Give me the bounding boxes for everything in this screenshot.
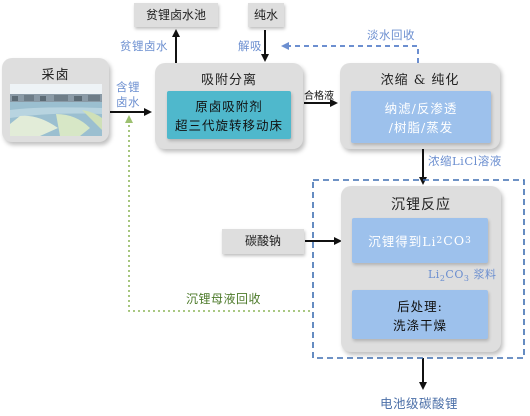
step2-line2: 洗涤干燥 bbox=[392, 317, 447, 333]
adsorption-inner-box: 原卤吸附剂 超三代旋转移动床 bbox=[167, 91, 291, 139]
sodium-carbonate-box: 碳酸钠 bbox=[222, 229, 304, 254]
fresh-water-recovery-path bbox=[281, 42, 419, 63]
label-slurry-mid: CO bbox=[445, 268, 464, 281]
label-slurry-sub2: 3 bbox=[463, 274, 470, 284]
pure-water-box: 纯水 bbox=[248, 3, 284, 27]
brine-collection-title: 采卤 bbox=[41, 68, 70, 83]
concentration-inner-box: 纳滤/反渗透 /树脂/蒸发 bbox=[351, 91, 491, 143]
product-label: 电池级碳酸锂 bbox=[380, 396, 459, 411]
label-slurry: Li2CO3 浆料 bbox=[428, 266, 496, 283]
label-desorption: 解吸 bbox=[238, 39, 262, 53]
adsorption-title: 吸附分离 bbox=[200, 73, 257, 88]
concentration-purification-box: 浓缩 & 纯化 纳滤/反渗透 /树脂/蒸发 bbox=[340, 63, 500, 149]
concentration-inner-line1: 纳滤/反渗透 bbox=[384, 101, 458, 116]
step1-text-suffix: CO bbox=[443, 233, 466, 248]
label-slurry-suffix: 浆料 bbox=[469, 268, 497, 281]
label-qualified-liquid: 合格液 bbox=[304, 91, 334, 102]
pure-water-label: 纯水 bbox=[253, 8, 278, 22]
label-slurry-prefix: Li bbox=[428, 268, 440, 281]
precipitation-step2-box: 后处理: 洗涤干燥 bbox=[352, 290, 488, 339]
label-lithium-brine-line2: 卤水 bbox=[116, 95, 140, 109]
brine-collection-box: 采卤 bbox=[2, 58, 109, 142]
label-depleted-brine: 贫锂卤水 bbox=[120, 39, 168, 53]
step1-text-sub: 2 bbox=[436, 235, 444, 246]
label-concentrated-licl: 浓缩LiCl溶液 bbox=[428, 154, 502, 168]
step1-text-sub2: 3 bbox=[465, 235, 472, 246]
adsorption-separation-box: 吸附分离 原卤吸附剂 超三代旋转移动床 bbox=[155, 63, 303, 149]
concentration-title: 浓缩 & 纯化 bbox=[380, 73, 460, 88]
label-mother-liquor-recovery: 沉锂母液回收 bbox=[186, 292, 262, 306]
adsorption-inner-line1: 原卤吸附剂 bbox=[195, 99, 263, 114]
label-lithium-brine: 含锂 卤水 bbox=[116, 80, 140, 110]
adsorption-inner-line2: 超三代旋转移动床 bbox=[174, 118, 283, 133]
label-slurry-sub: 2 bbox=[439, 274, 446, 284]
label-fresh-water-recovery: 淡水回收 bbox=[367, 28, 415, 42]
depleted-brine-pond-label: 贫锂卤水池 bbox=[145, 8, 206, 22]
label-lithium-brine-line1: 含锂 bbox=[116, 80, 140, 94]
precipitation-title: 沉锂反应 bbox=[391, 197, 451, 213]
brine-pond-photo bbox=[10, 84, 102, 136]
concentration-inner-line2: /树脂/蒸发 bbox=[388, 120, 454, 135]
step2-line1: 后处理: bbox=[397, 298, 443, 314]
depleted-brine-pond-box: 贫锂卤水池 bbox=[134, 3, 218, 27]
sodium-carbonate-label: 碳酸钠 bbox=[244, 234, 281, 248]
step1-text-prefix: 沉锂得到Li bbox=[368, 234, 437, 249]
